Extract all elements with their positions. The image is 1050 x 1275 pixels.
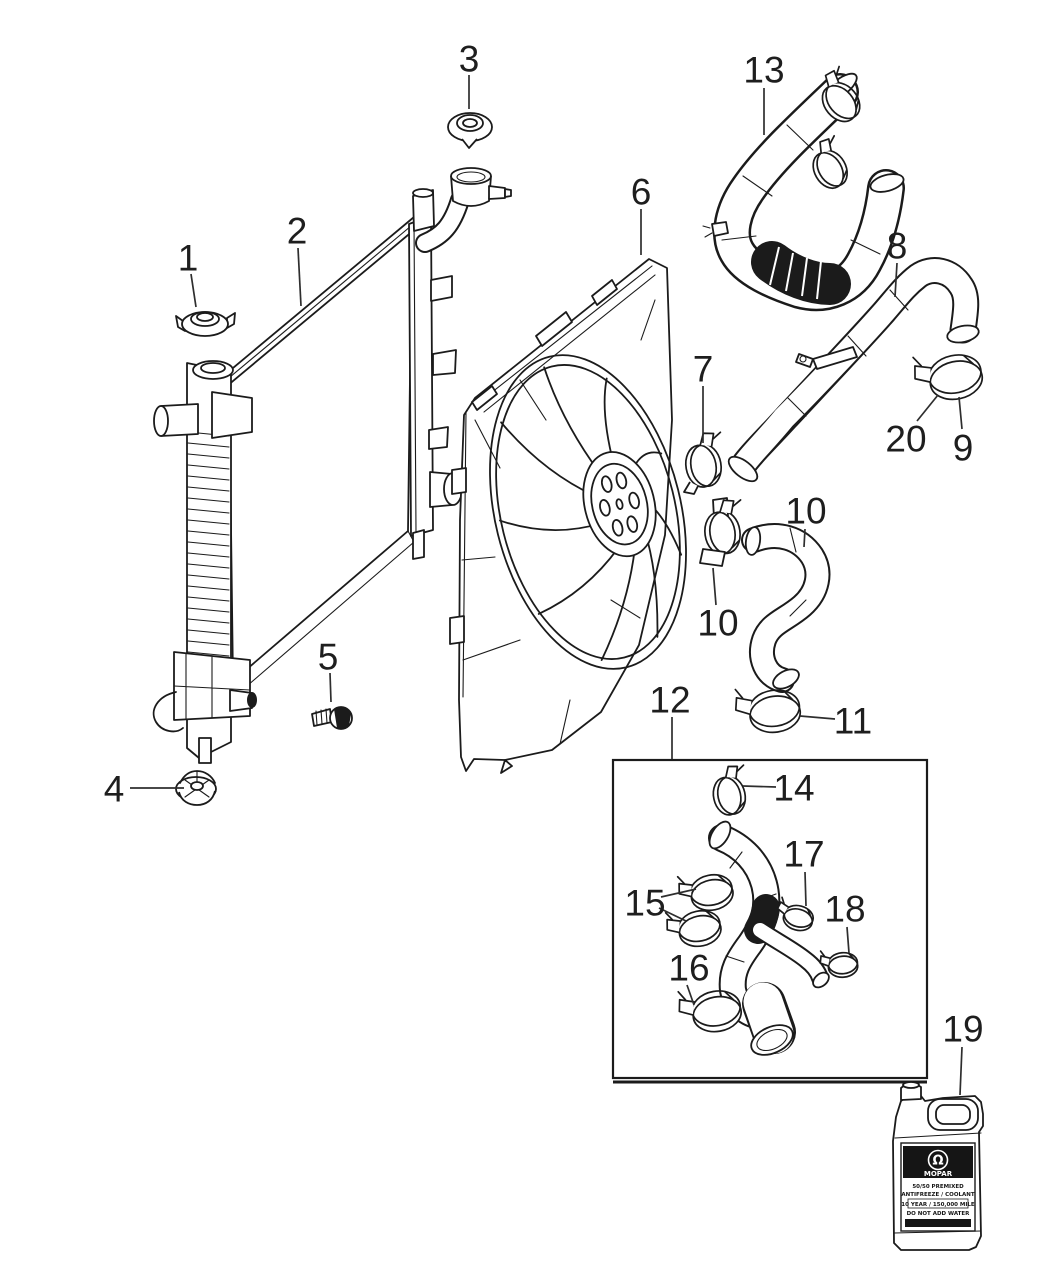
callout-leader-20 [916, 394, 939, 422]
filler-cap-drawing [447, 112, 493, 149]
jug-line-2: ANTIFREEZE / COOLANT [901, 1192, 974, 1198]
jug-label-band [903, 1146, 973, 1178]
callout-4: 4 [104, 769, 125, 810]
callout-16: 16 [668, 948, 709, 989]
callout-12: 12 [649, 680, 690, 721]
callout-11: 11 [834, 701, 872, 742]
callout-18: 18 [824, 889, 865, 930]
callout-8: 8 [887, 226, 908, 267]
callout-leader-9 [958, 396, 963, 430]
mopar-omega-glyph: Ω [932, 1154, 943, 1169]
callout-19: 19 [942, 1009, 983, 1050]
fan-module-drawing [449, 258, 717, 774]
fan-motor-hub [573, 444, 666, 564]
jug-brand-text: MOPAR [924, 1170, 953, 1178]
callout-leader-11 [799, 715, 836, 720]
radiator-outlet-hose-drawing [727, 257, 980, 483]
radiator-cap-drawing [175, 311, 236, 337]
upper-hose-clip [702, 221, 729, 238]
callout-10: 10 [785, 491, 826, 532]
radiator-right-tank [408, 188, 463, 560]
callout-20: 20 [885, 419, 926, 460]
hose-bracket [795, 346, 858, 370]
callout-leader-2 [297, 247, 302, 307]
callout-13: 13 [743, 50, 784, 91]
callout-6: 6 [631, 172, 652, 213]
callout-3: 3 [459, 39, 480, 80]
callout-leader-17 [804, 871, 807, 907]
callout-leader-10 [712, 567, 717, 606]
callout-leader-15 [658, 907, 687, 922]
hose-10-drawing [741, 523, 831, 693]
clamp-7 [679, 429, 731, 495]
drain-cock-drawing [311, 706, 353, 730]
jug-label: Ω MOPAR 50/50 PREMIXED ANTIFREEZE / COOL… [900, 1142, 976, 1232]
callout-7: 7 [693, 349, 714, 390]
callout-leader-19 [959, 1046, 963, 1096]
callout-leader-1 [190, 273, 197, 308]
callout-14: 14 [773, 768, 814, 809]
jug-line-4: DO NOT ADD WATER [907, 1211, 971, 1217]
jug-line-1: 50/50 PREMIXED [912, 1184, 964, 1190]
isolator-drawing [175, 770, 217, 806]
kit-hose-drawing [708, 820, 830, 1056]
filler-neck-drawing [415, 167, 512, 253]
callout-leader-5 [329, 672, 332, 703]
clamp-10 [699, 497, 749, 567]
callout-leader-18 [846, 926, 850, 954]
callout-leader-16 [686, 984, 695, 1006]
fan-blades [459, 334, 717, 689]
callout-5: 5 [318, 637, 339, 678]
callout-10: 10 [697, 603, 738, 644]
callout-17: 17 [783, 834, 824, 875]
jug-line-3: 10 YEAR / 150,000 MILE [901, 1202, 975, 1208]
callout-leader-8 [894, 262, 898, 298]
callout-leader-10 [803, 528, 806, 548]
radiator-drawing [152, 188, 463, 764]
callout-leader-15 [660, 888, 697, 898]
hose-kit-box [611, 758, 929, 1084]
callout-15: 15 [624, 883, 665, 924]
callout-9: 9 [953, 428, 974, 469]
coolant-jug-drawing: Ω MOPAR 50/50 PREMIXED ANTIFREEZE / COOL… [892, 1081, 984, 1251]
callout-1: 1 [178, 238, 199, 279]
mopar-omega-logo [927, 1149, 949, 1171]
callout-leader-14 [742, 785, 777, 788]
upper-hose-drawing [702, 64, 905, 312]
radiator-left-tank [152, 360, 257, 764]
callout-2: 2 [287, 211, 308, 252]
